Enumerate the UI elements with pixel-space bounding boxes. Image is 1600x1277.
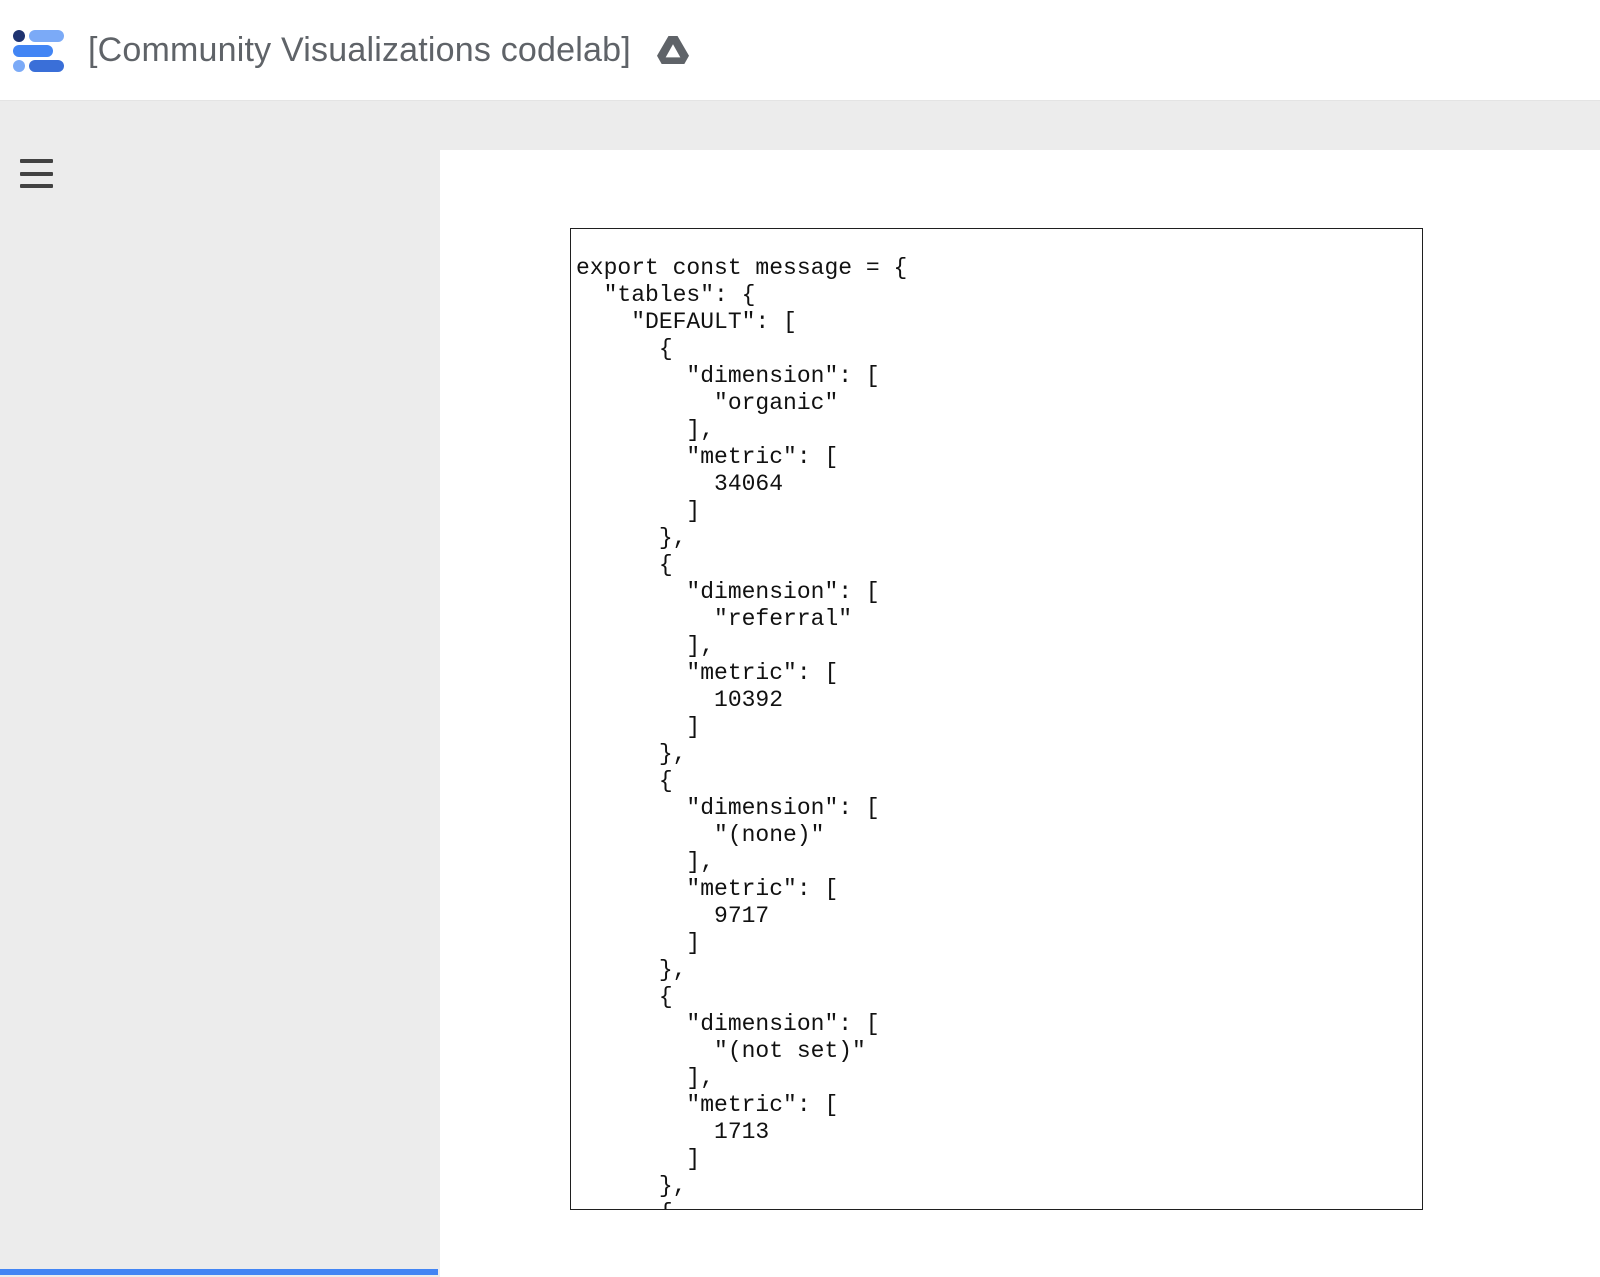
data-studio-logo[interactable] <box>12 24 64 76</box>
hamburger-bar <box>20 184 53 188</box>
hamburger-bar <box>20 171 53 176</box>
code-block: export const message = { "tables": { "DE… <box>570 228 1423 1210</box>
hamburger-bar <box>20 159 53 163</box>
bottom-accent-bar <box>0 1269 438 1275</box>
hamburger-menu-icon[interactable] <box>20 159 53 188</box>
app-header: [Community Visualizations codelab] <box>0 0 1600 101</box>
google-drive-icon[interactable] <box>656 36 689 64</box>
report-area: export const message = { "tables": { "DE… <box>0 102 1600 1277</box>
report-title: [Community Visualizations codelab] <box>88 30 631 69</box>
data-studio-logo-graphic <box>13 30 64 72</box>
code-text: export const message = { "tables": { "DE… <box>576 255 908 1209</box>
google-drive-icon-graphic <box>656 36 689 64</box>
report-canvas: export const message = { "tables": { "DE… <box>440 150 1600 1277</box>
